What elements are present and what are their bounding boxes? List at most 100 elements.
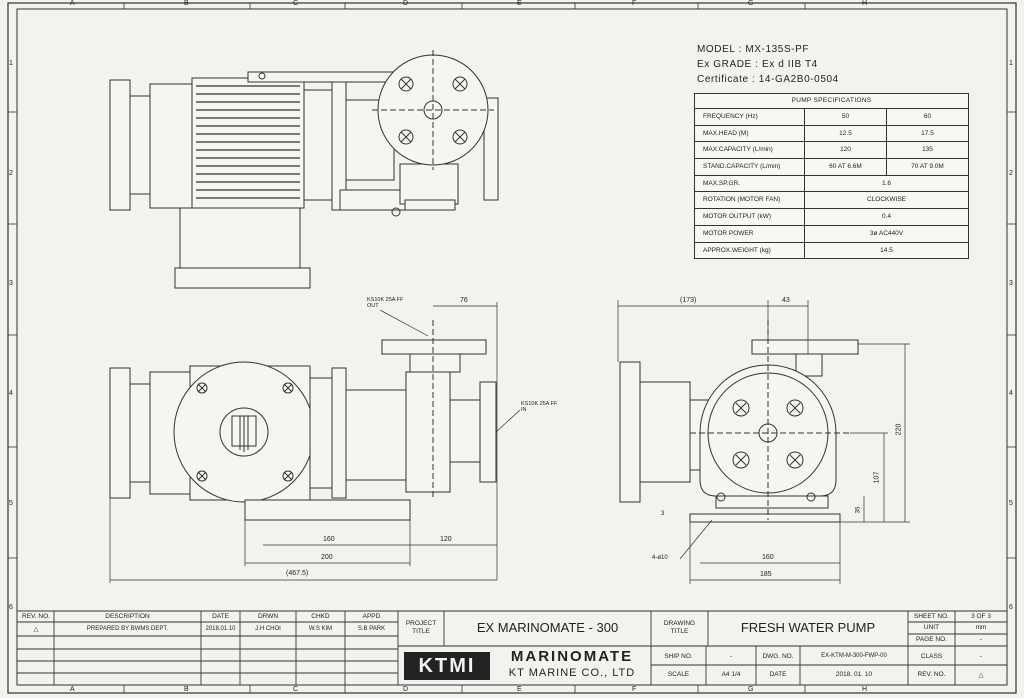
tb-rev-chkd: W.S KIM [308,626,333,632]
grid-row-1-right: 1 [1009,60,1013,67]
tb-ship-no: - [729,653,733,660]
tb-drawing-title-label: DRAWING TITLE [663,620,696,635]
model-label: MODEL : MX-135S-PF [697,44,810,55]
spec-value: 0.4 [881,213,892,221]
tb-rev: △ [978,672,984,679]
spec-row: MOTOR POWER 3ø AC440V [695,225,968,243]
tb-rev-no-header: REV. NO. [22,613,50,620]
spec-row: APPROX.WEIGHT (kg) 14.5 [695,242,968,259]
mounting-holes-label: 4-ø10 [652,555,668,561]
grid-col-d: D [403,0,409,7]
tb-class-label: CLASS [920,653,943,660]
grid-col-f: F [632,0,637,7]
spec-value: 135 [886,142,968,159]
spec-label: MOTOR POWER [695,225,805,242]
tb-sheet-no-label: SHEET NO. [914,613,949,620]
grid-col-e-bottom: E [517,686,522,693]
grid-col-a: A [70,0,75,7]
spec-value: 60 [886,109,968,125]
tb-drwn-header: DRWN [257,613,279,620]
grid-row-4-right: 4 [1009,390,1013,397]
grid-col-e: E [517,0,522,7]
tb-scale: A4 1/4 [721,671,741,678]
grid-row-5-right: 5 [1009,500,1013,507]
spec-row: STAND.CAPACITY (L/min) 60 AT 6.6M 70 AT 9.… [695,159,968,176]
grid-col-g-bottom: G [748,686,754,693]
spec-label: APPROX.WEIGHT (kg) [695,242,805,259]
spec-row: MAX.HEAD (M) 12.5 17.5 [695,125,968,143]
grid-row-2-right: 2 [1009,170,1013,177]
tb-date-value: 2018. 01. 10 [835,671,873,678]
tb-rev-symbol: △ [33,626,39,633]
spec-value: 14.5 [880,246,893,254]
dim-200: 200 [321,554,333,561]
dim-467-5: (467.5) [286,570,309,577]
tb-scale-label: SCALE [667,671,690,678]
grid-col-b-bottom: B [184,686,189,693]
spec-label: FREQUENCY (Hz) [695,109,805,125]
grid-row-6: 6 [9,604,13,611]
tb-dwg-no: EX-KTM-M-300-FWP-00 [821,653,887,659]
tb-rev-appd: S.B PARK [357,626,386,632]
dim-160: 160 [323,536,335,543]
tb-drawing-title: FRESH WATER PUMP [740,620,876,635]
spec-label: STAND.CAPACITY (L/min) [695,159,805,175]
tb-page-no-label: PAGE NO. [916,636,947,643]
inlet-callout: KS10K 25A FF IN [521,401,558,413]
tb-description-header: DESCRIPTION [105,613,150,620]
grid-col-c-bottom: C [293,686,299,693]
spec-value: 12.5 [839,129,852,137]
grid-row-5: 5 [9,500,13,507]
tb-ship-no-label: SHIP NO. [664,653,693,660]
tb-dwg-no-label: DWG. NO. [762,653,794,660]
spec-row: MOTOR OUTPUT (kW)0.4 [695,209,968,226]
grid-col-d-bottom: D [403,686,409,693]
dim-76: 76 [460,297,468,304]
spec-value: 3ø AC440V [869,229,904,237]
spec-value: 1.6 [881,179,892,187]
spec-value: 120 [840,146,851,154]
tb-unit-label: UNIT [923,624,940,631]
dim-173: (173) [680,297,697,304]
tb-date-header: DATE [212,613,229,620]
spec-label: MAX.HEAD (M) [695,125,805,142]
ktmi-logo: KTMI [404,652,490,680]
dim-160-side: 160 [762,554,774,561]
ex-grade-label: Ex GRADE : Ex d IIB T4 [697,59,818,70]
dim-120: 120 [440,536,452,543]
grid-row-3-right: 3 [1009,280,1013,287]
grid-col-h: H [862,0,868,7]
spec-value: 70 AT 9.0M [886,159,968,175]
dim-43: 43 [782,297,790,304]
spec-value: 60 AT 6.6M [829,163,862,171]
dim-3: 3 [661,511,665,517]
tb-date-label: DATE [769,671,787,678]
tb-company-legal-name: KT MARINE CO., LTD [508,667,636,679]
tb-rev-drwn: J.H CHOI [255,626,281,632]
tb-company-name: MARINOMATE [510,648,634,665]
spec-label: ROTATION (MOTOR FAN) [695,192,805,209]
grid-col-g: G [748,0,754,7]
grid-row-6-right: 6 [1009,604,1013,611]
grid-row-4: 4 [9,390,13,397]
grid-col-b: B [184,0,189,7]
tb-page-no: - [979,636,983,643]
tb-chkd-header: CHKD [311,613,330,620]
spec-row: MAX.SP.GR.1.6 [695,175,968,193]
tb-rev-description: PREPARED BY BWMS DEPT. [86,626,169,632]
grid-col-f-bottom: F [632,686,637,693]
spec-value: 17.5 [886,125,968,142]
spec-value: 50 [841,113,850,120]
tb-project-title-label: PROJECT TITLE [405,620,437,635]
grid-col-a-bottom: A [70,686,75,693]
tb-rev-label: REV. NO. [917,671,946,678]
grid-row-1: 1 [9,60,13,67]
spec-row: ROTATION (MOTOR FAN)CLOCKWISE [695,192,968,210]
tb-project-title: EX MARINOMATE - 300 [476,620,619,635]
dim-185: 185 [760,571,772,578]
tb-class: - [979,653,983,660]
